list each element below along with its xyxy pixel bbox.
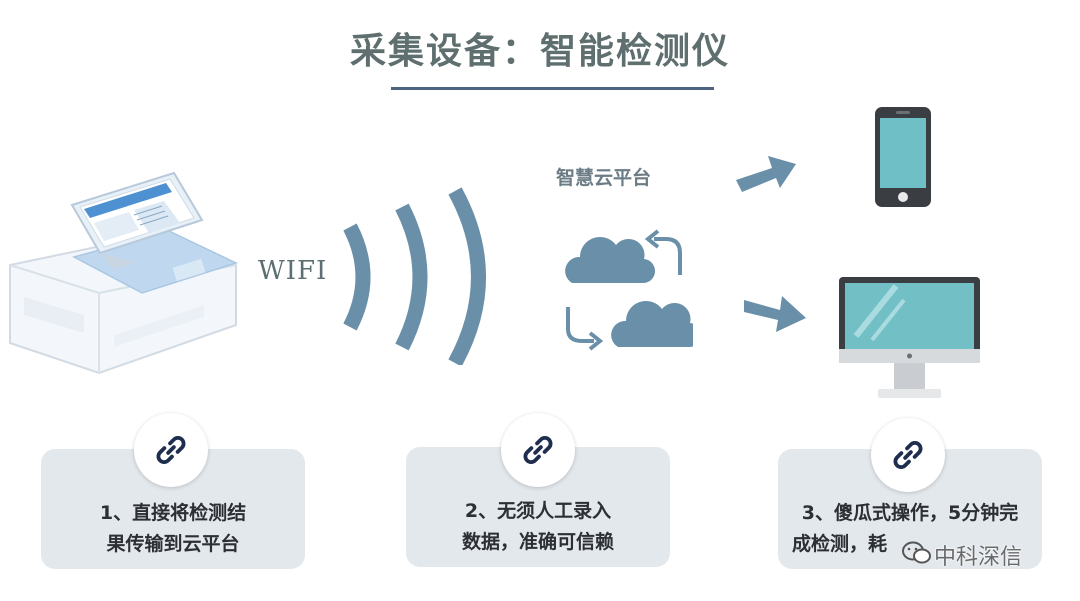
- link-icon: [156, 436, 186, 464]
- cloud-platform-label: 智慧云平台: [556, 167, 652, 189]
- watermark-text: 中科深信: [934, 545, 1023, 570]
- title-underline: [391, 87, 714, 90]
- wechat-icon: [902, 541, 931, 564]
- smartphone-icon: [875, 107, 931, 207]
- feature-text-line: 成检测，耗: [792, 533, 888, 555]
- feature-text-line: 数据，准确可信赖: [461, 531, 614, 553]
- desktop-monitor-icon: [839, 277, 980, 398]
- link-badge: [501, 413, 575, 487]
- feature-text-line: 1、直接将检测结: [99, 502, 247, 524]
- link-badge: [871, 418, 945, 492]
- link-icon: [893, 441, 923, 469]
- cloud-sync-icon: [565, 229, 693, 351]
- wifi-label: WIFI: [258, 256, 328, 286]
- arrow-icon: [736, 156, 796, 192]
- feature-text-line: 2、无须人工录入: [464, 500, 612, 522]
- arrow-icon: [744, 296, 806, 332]
- link-badge: [134, 413, 208, 487]
- wifi-signal-icon: [343, 187, 486, 365]
- page-title: 采集设备：智能检测仪: [349, 31, 730, 72]
- feature-text-line: 果传输到云平台: [106, 533, 240, 555]
- feature-text-line: 3、傻瓜式操作，5分钟完: [801, 502, 1019, 524]
- link-icon: [523, 436, 553, 464]
- detector-device-image: [9, 171, 239, 375]
